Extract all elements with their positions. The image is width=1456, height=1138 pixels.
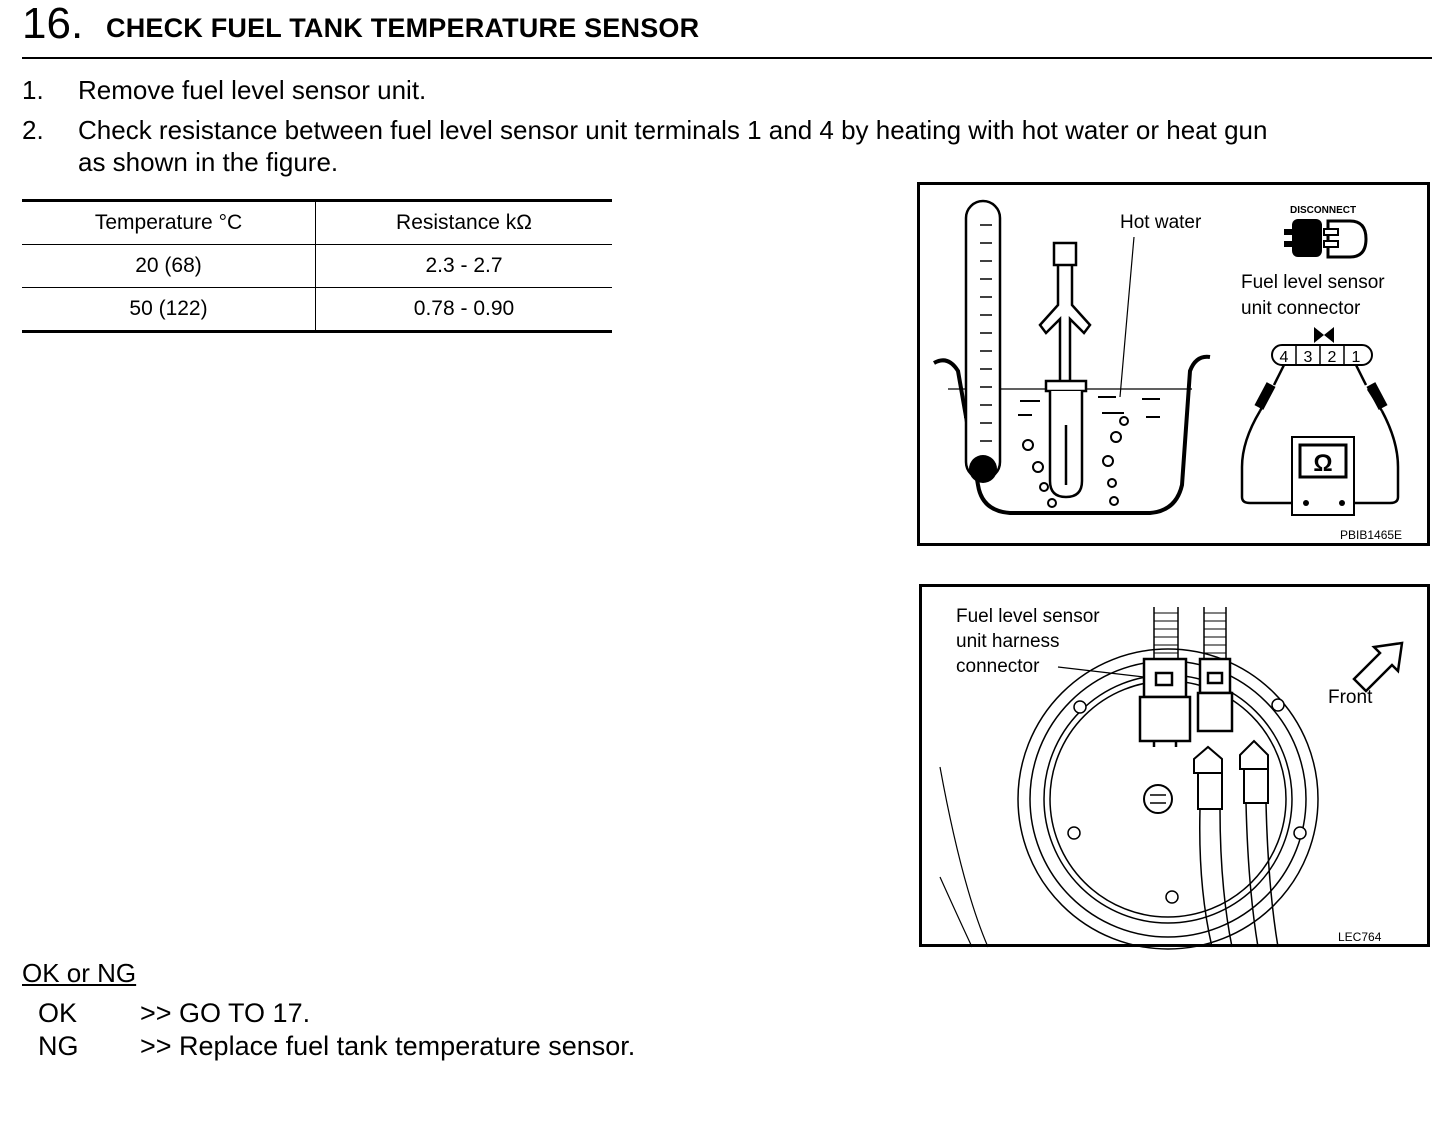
- step-2-number: 2.: [22, 115, 44, 145]
- fuel-hose-fittings: [1193, 739, 1269, 810]
- ng-code: NG: [38, 1031, 79, 1061]
- terminal-2: 2: [1328, 349, 1337, 366]
- step-number: 16.: [22, 0, 84, 48]
- figure-1-code: PBIB1465E: [1340, 528, 1402, 542]
- ohmmeter-icon: Ω: [1291, 436, 1355, 516]
- table-cell: 2.3 - 2.7: [315, 244, 612, 288]
- column-header-resistance: Resistance kΩ: [315, 199, 612, 245]
- harness-label-line-2: unit harness: [956, 631, 1060, 652]
- wiring-harness: [1153, 607, 1227, 659]
- step-1-number: 1.: [22, 75, 44, 105]
- result-heading: OK or NG: [22, 958, 137, 988]
- disconnect-icon: [1284, 219, 1368, 259]
- probe-tips: [1254, 382, 1388, 410]
- flange-bolts: [1067, 698, 1307, 904]
- hot-water-pointer: [1119, 236, 1135, 398]
- figure-2-code: LEC764: [1338, 930, 1382, 944]
- second-connector-icon: [1196, 657, 1234, 733]
- table-header-row: Temperature °C Resistance kΩ: [22, 199, 612, 245]
- front-arrow-icon: [1352, 641, 1404, 693]
- harness-label-pointer: [1057, 666, 1145, 678]
- harness-connector-icon: [1138, 657, 1192, 747]
- resistance-spec-table: Temperature °C Resistance kΩ 20 (68) 2.3…: [22, 199, 612, 333]
- step-2-text-line1: Check resistance between fuel level sens…: [78, 115, 1268, 145]
- table-cell: 20 (68): [22, 244, 316, 288]
- connector-lock-icon: [1314, 327, 1334, 343]
- ok-code: OK: [38, 998, 78, 1028]
- step-1-text: Remove fuel level sensor unit.: [78, 75, 427, 105]
- step-2-text-line2: as shown in the figure.: [78, 147, 339, 177]
- header-divider: [22, 57, 1432, 59]
- harness-label-line-3: connector: [956, 656, 1040, 677]
- connector-label-line-2: unit connector: [1241, 298, 1361, 319]
- terminal-3: 3: [1304, 349, 1313, 366]
- table-row: 20 (68) 2.3 - 2.7: [22, 244, 612, 288]
- terminal-dividers: [1295, 345, 1345, 365]
- harness-connector-figure: Fuel level sensor unit harness connector…: [919, 584, 1430, 950]
- front-label: Front: [1328, 687, 1373, 708]
- table-cell: 50 (122): [22, 287, 316, 333]
- beaker-icon: [933, 354, 1211, 515]
- ng-action: >> Replace fuel tank temperature sensor.: [140, 1031, 636, 1061]
- thermometer-icon: [964, 199, 1002, 483]
- harness-connector-illustration: Fuel level sensor unit harness connector…: [939, 606, 1404, 950]
- tank-outline: [939, 766, 989, 948]
- terminal-1: 1: [1352, 349, 1361, 366]
- column-header-temperature: Temperature °C: [22, 199, 316, 245]
- harness-label-line-1: Fuel level sensor: [956, 606, 1100, 627]
- hot-water-test-illustration: Hot water DISCONNECT Fuel level sensor u…: [933, 199, 1402, 542]
- temperature-sensor-icon: [1038, 241, 1092, 499]
- cap-icon: [1143, 784, 1173, 814]
- ohm-symbol: Ω: [1313, 450, 1332, 477]
- disconnect-label: DISCONNECT: [1290, 205, 1356, 216]
- harness-ribs: [1154, 612, 1226, 654]
- page-title: CHECK FUEL TANK TEMPERATURE SENSOR: [106, 13, 700, 43]
- hot-water-label: Hot water: [1120, 212, 1202, 233]
- fuel-hoses: [1199, 802, 1279, 948]
- table-row: 50 (122) 0.78 - 0.90: [22, 287, 612, 333]
- terminal-4: 4: [1280, 349, 1289, 366]
- table-cell: 0.78 - 0.90: [315, 287, 612, 333]
- connector-body: [1271, 344, 1373, 366]
- connector-label-line-1: Fuel level sensor: [1241, 272, 1385, 293]
- bubbles: [1022, 416, 1129, 508]
- hot-water-test-figure: Hot water DISCONNECT Fuel level sensor u…: [917, 182, 1430, 546]
- ok-action: >> GO TO 17.: [140, 998, 311, 1028]
